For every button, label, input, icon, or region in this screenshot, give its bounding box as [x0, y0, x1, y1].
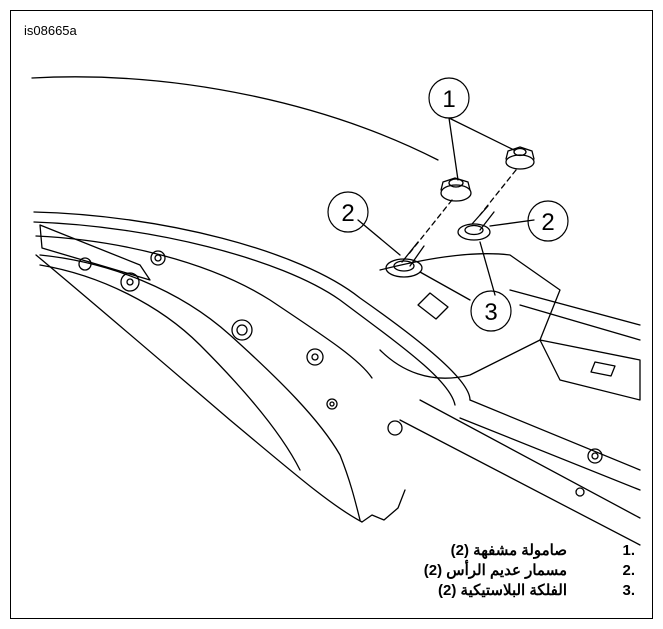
frame-rail	[39, 224, 151, 281]
mount-plate	[379, 253, 561, 379]
frame-tube-lower	[469, 399, 641, 471]
callout-2-right: 2	[541, 209, 554, 236]
figure-frame	[10, 10, 653, 619]
legend-text: الفلكة البلاستيكية (2)	[438, 582, 567, 599]
bolt-right	[457, 205, 495, 241]
callout-circles	[327, 77, 569, 332]
legend-number: 2.	[622, 561, 635, 579]
flange-nut-right	[505, 146, 535, 170]
mount-hole	[78, 257, 92, 271]
callout-2-left: 2	[341, 200, 354, 227]
parts-legend: 1. صامولة مشفهة (2) 2. مسمار عديم الرأس …	[424, 540, 635, 600]
frame-tube-upper	[509, 289, 641, 326]
fender-edge	[33, 211, 471, 401]
legend-number: 3.	[622, 581, 635, 599]
legend-text: مسمار عديم الرأس (2)	[423, 562, 567, 579]
figure-id: is08665a	[24, 23, 77, 38]
legend-text: صامولة مشفهة (2)	[450, 542, 567, 559]
flange-nut-left	[440, 177, 472, 202]
bolt-left	[385, 241, 425, 278]
fender-outline	[31, 76, 439, 161]
legend-row: 1. صامولة مشفهة (2)	[424, 540, 635, 560]
callout-1: 1	[442, 86, 455, 113]
slot-hole	[417, 292, 449, 320]
legend-row: 3. الفلكة البلاستيكية (2)	[424, 580, 635, 600]
legend-number: 1.	[622, 541, 635, 559]
cross-plate	[539, 339, 641, 401]
legend-row: 2. مسمار عديم الرأس (2)	[424, 560, 635, 580]
callout-3: 3	[484, 299, 497, 326]
